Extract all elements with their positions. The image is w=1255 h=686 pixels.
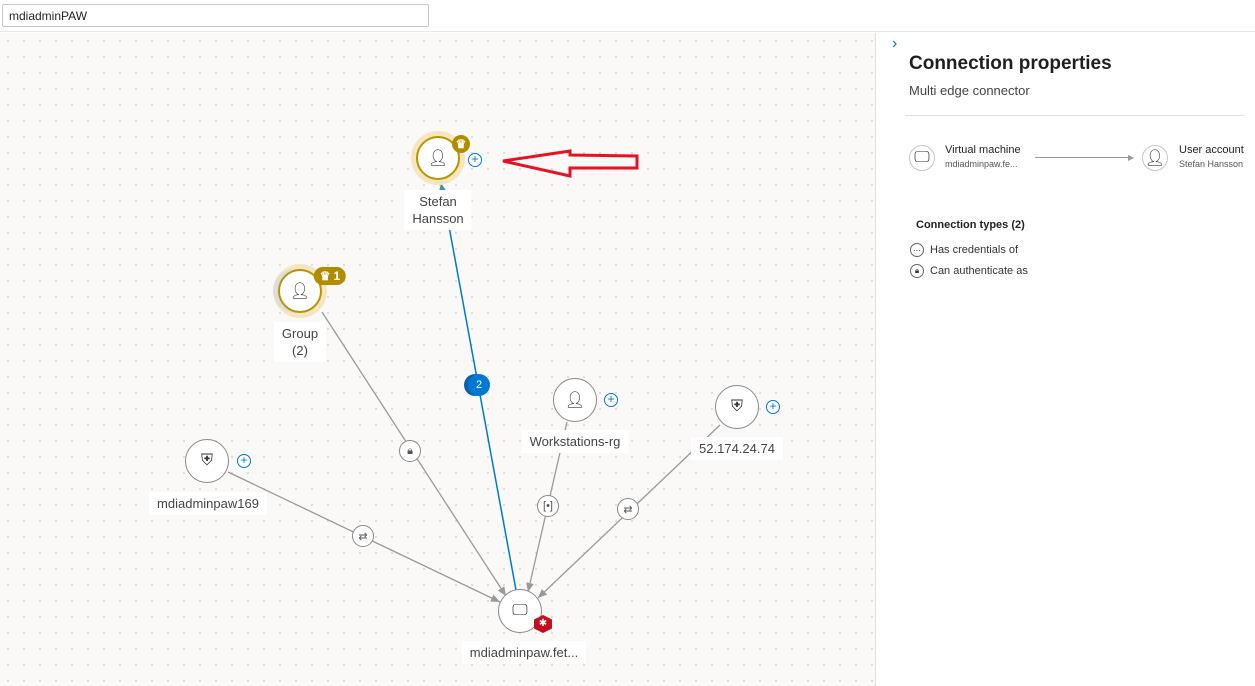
panel-title: Connection properties — [909, 53, 1112, 74]
node-label: mdiadminpaw169 — [149, 492, 267, 515]
expand-plus-icon[interactable]: + — [604, 393, 618, 407]
badge-count: 1 — [333, 269, 341, 283]
group-node[interactable]: 👤︎ — [278, 269, 322, 313]
swap-arrows-icon[interactable]: ⇄ — [352, 525, 374, 547]
target-type: User account — [1179, 144, 1244, 156]
node-label: 52.174.24.74 — [691, 437, 783, 460]
connection-properties-panel: › Connection properties Multi edge conne… — [875, 33, 1255, 686]
top-bar — [0, 0, 1255, 32]
user-node-stefan[interactable]: 👤︎ — [416, 136, 460, 180]
source-name[interactable]: mdiadminpaw.fe... — [945, 159, 1018, 169]
label-line: (2) — [292, 343, 308, 358]
collapse-chevron-icon[interactable]: › — [892, 35, 898, 52]
ellipsis-icon: ⋯ — [910, 243, 924, 257]
edge-count-badge[interactable]: 2 — [468, 374, 490, 396]
ip-node-mdiadminpaw169[interactable]: ⛨ — [185, 439, 229, 483]
connection-type-item: 🔒︎ Can authenticate as — [910, 264, 1028, 278]
connection-types-heading: Connection types (2) — [916, 219, 1025, 231]
lock-icon: 🔒︎ — [910, 264, 924, 278]
expand-plus-icon[interactable]: + — [766, 400, 780, 414]
divider — [905, 115, 1245, 116]
user-icon: 👤︎ — [1142, 145, 1168, 171]
source-type: Virtual machine — [945, 144, 1021, 156]
label-line: Group — [281, 326, 319, 341]
monitor-icon: 🖵︎ — [512, 602, 528, 619]
expand-plus-icon[interactable]: + — [237, 454, 251, 468]
target-name[interactable]: Stefan Hansson — [1179, 159, 1244, 169]
lock-icon[interactable]: 🔒︎ — [399, 440, 421, 462]
crown-count-badge: ♛1 — [313, 267, 347, 285]
crown-icon: ♛ — [452, 135, 470, 153]
swap-arrows-icon[interactable]: ⇄ — [617, 498, 639, 520]
shield-icon: ⛨ — [730, 398, 743, 415]
bug-alert-icon: ✱ — [534, 615, 552, 633]
ip-node-52-174-24-74[interactable]: ⛨ — [715, 385, 759, 429]
node-label: mdiadminpaw.fet... — [461, 641, 587, 664]
connection-type-item: ⋯ Has credentials of — [910, 243, 1018, 257]
search-input[interactable] — [2, 4, 429, 27]
label-line: Stefan — [419, 194, 457, 209]
crown-icon: ♛ — [319, 269, 331, 283]
resource-group-node[interactable]: 👤︎ — [553, 378, 597, 422]
user-icon: 👤︎ — [427, 150, 449, 167]
bracket-dot-icon[interactable]: [•] — [537, 495, 559, 517]
user-icon: 👤︎ — [289, 283, 311, 300]
graph-canvas[interactable] — [0, 33, 875, 686]
expand-plus-icon[interactable]: + — [468, 153, 482, 167]
node-label: Workstations-rg — [521, 430, 629, 453]
connection-type-label: Has credentials of — [930, 244, 1019, 256]
panel-subtitle: Multi edge connector — [909, 83, 1030, 98]
arrowhead-icon: ▶ — [1128, 153, 1135, 162]
shield-icon: ⛨ — [200, 452, 213, 469]
node-label: Group (2) — [273, 322, 327, 362]
direction-arrow — [1035, 157, 1130, 158]
label-line: Hansson — [412, 211, 464, 226]
user-icon: 👤︎ — [564, 392, 586, 409]
connection-type-label: Can authenticate as — [930, 265, 1028, 277]
vm-node[interactable]: 🖵︎ — [498, 589, 542, 633]
monitor-icon: 🖵︎ — [909, 145, 935, 171]
